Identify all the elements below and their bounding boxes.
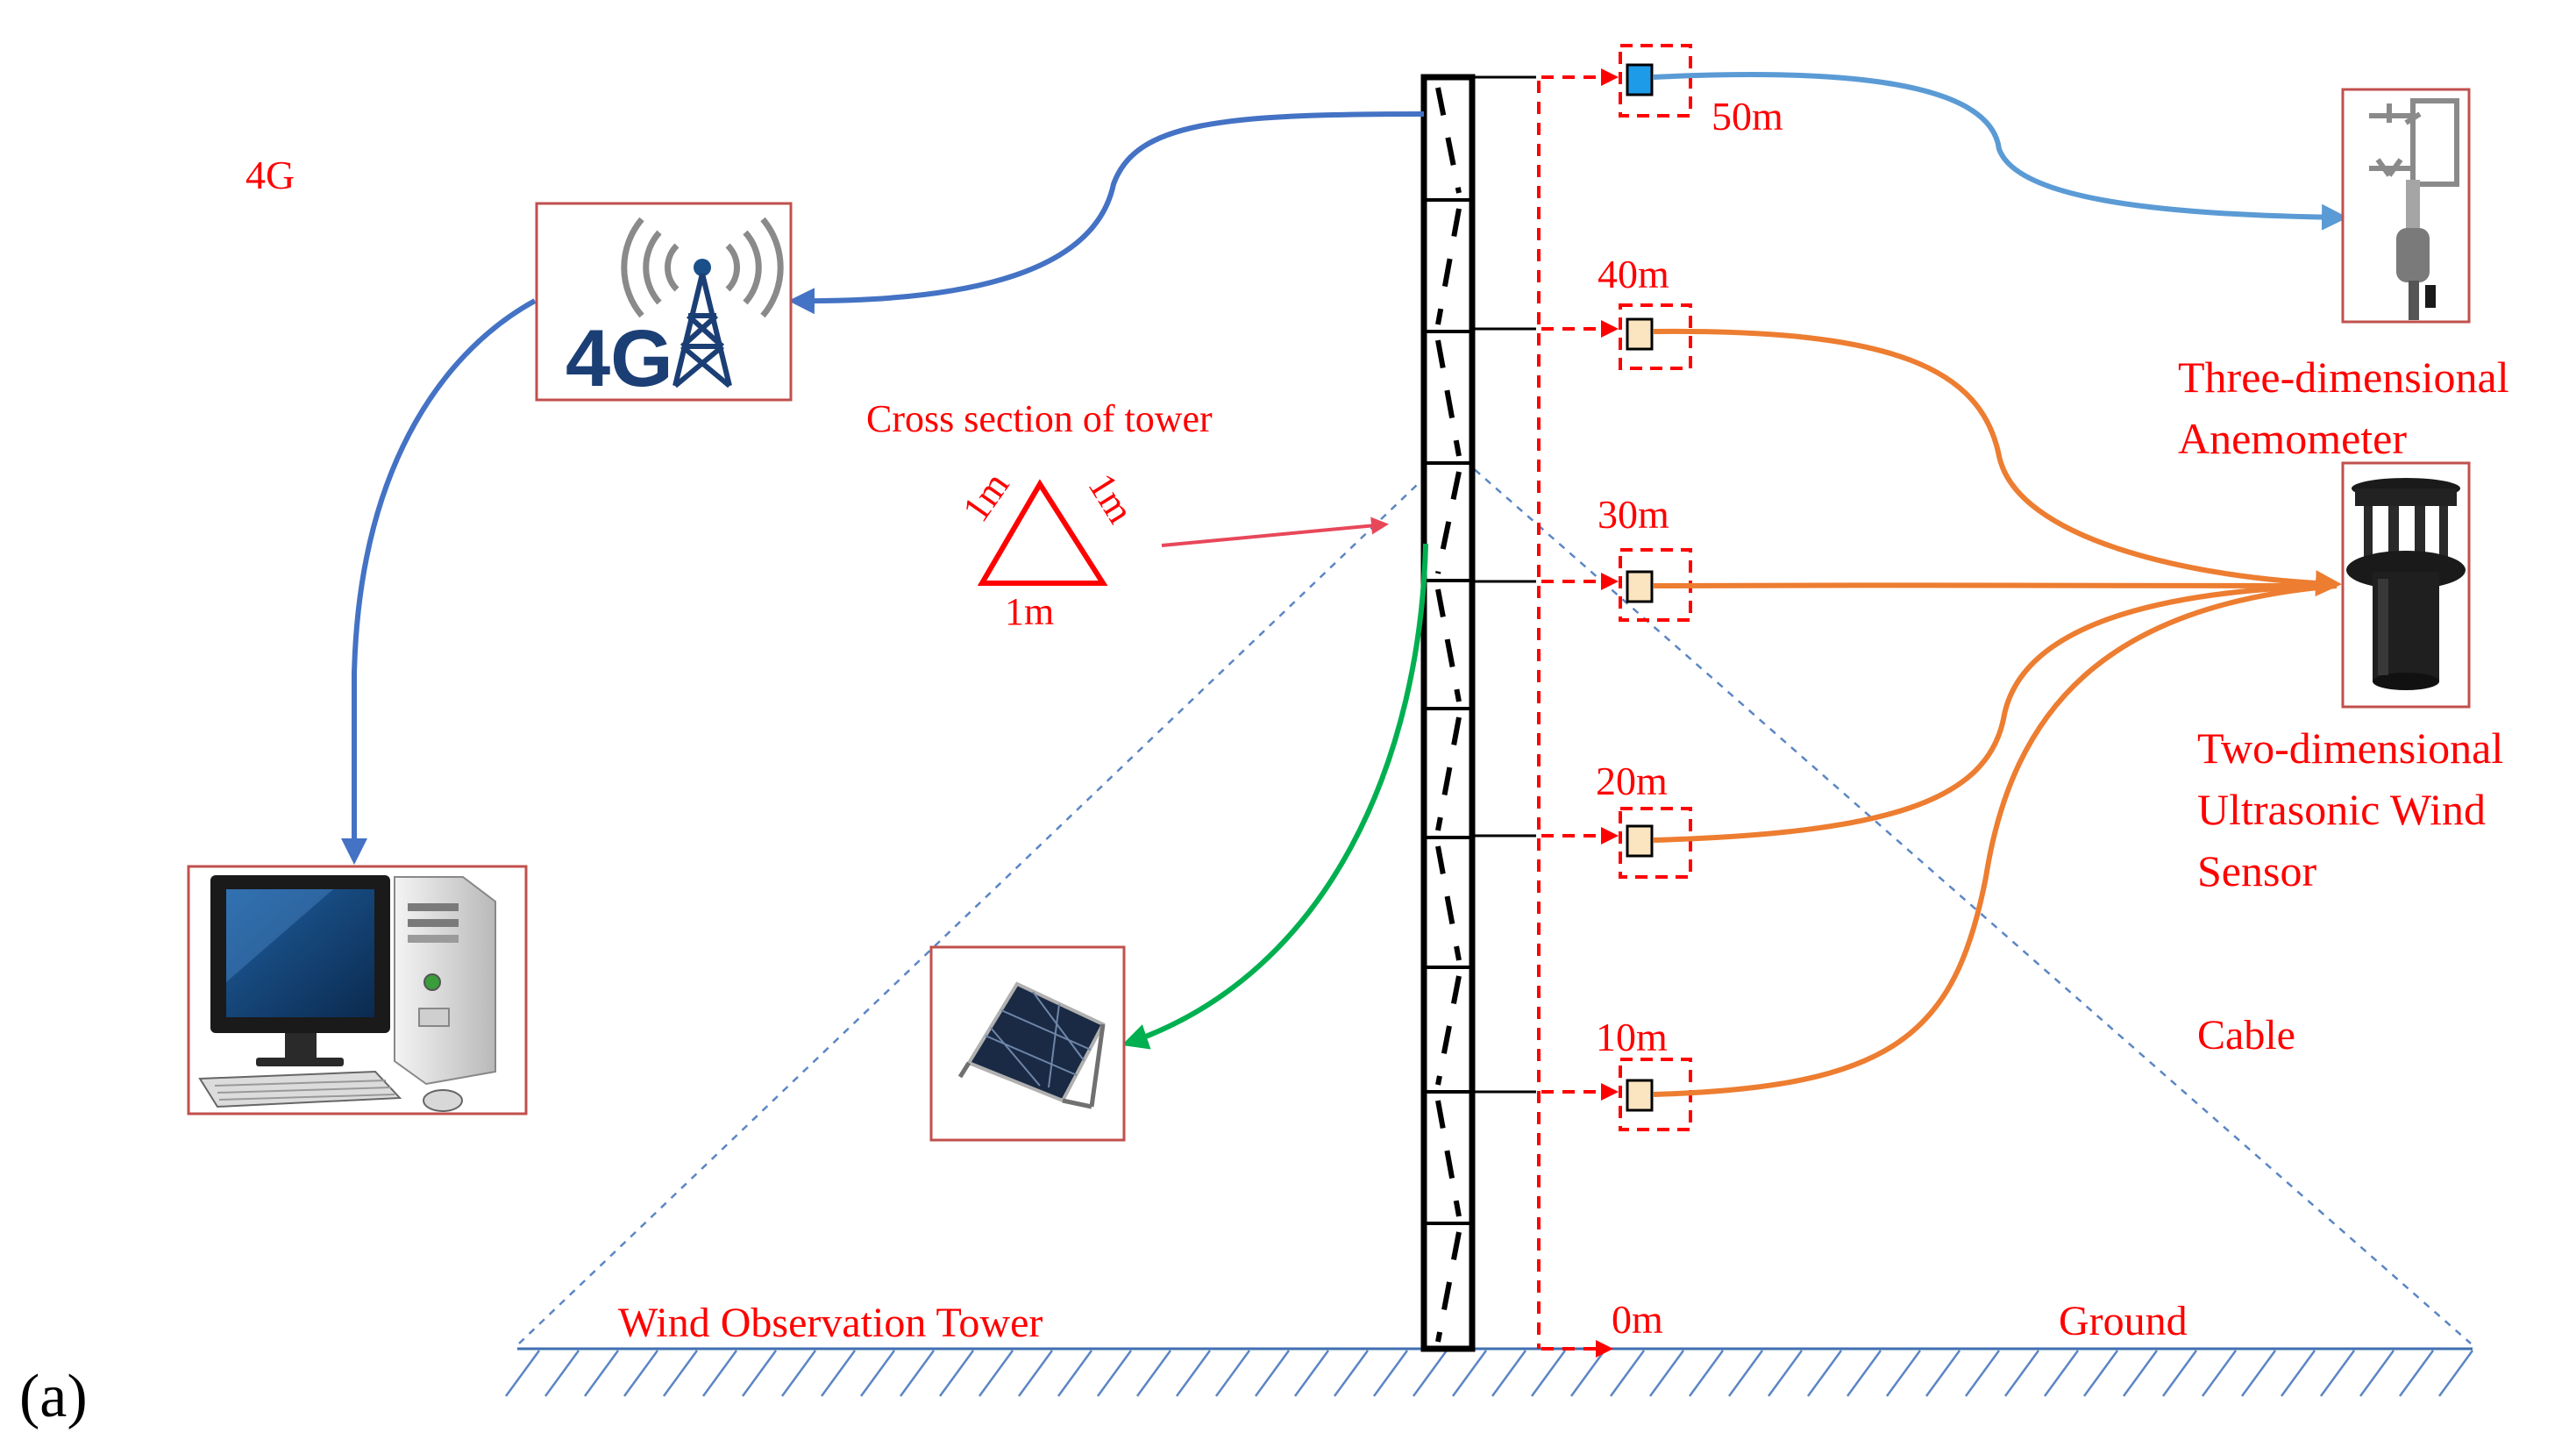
cross-section-side-left: 1m xyxy=(954,465,1017,530)
two-d-sensor-label-line2: Ultrasonic Wind xyxy=(2197,785,2486,834)
height-label-50m: 50m xyxy=(1711,94,1783,139)
cross-section-triangle xyxy=(977,479,1389,586)
two-d-sensor-label-line3: Sensor xyxy=(2197,846,2316,895)
height-label-40m: 40m xyxy=(1598,252,1669,296)
cross-section-side-bottom: 1m xyxy=(1005,590,1054,633)
three-dimensional-anemometer-icon xyxy=(2341,88,2471,324)
link-4g-to-computer xyxy=(341,298,537,865)
link-50m-to-anemometer xyxy=(1653,72,2348,231)
height-label-30m: 30m xyxy=(1598,492,1669,537)
link-tower-to-4g xyxy=(788,111,1425,315)
sensor-50m xyxy=(1619,44,1692,118)
power-cable xyxy=(1121,543,1428,1050)
cell-tower-icon: 4G xyxy=(535,202,793,403)
sensor-20m xyxy=(1619,807,1692,879)
cables-to-ultrasonic-sensor xyxy=(1653,328,2342,1097)
two-dimensional-ultrasonic-sensor-icon xyxy=(2341,461,2471,709)
two-d-sensor-label-line1: Two-dimensional xyxy=(2197,723,2503,773)
ground xyxy=(504,1347,2474,1397)
three-d-anemometer-label-line1: Three-dimensional xyxy=(2178,353,2509,402)
height-label-0m: 0m xyxy=(1612,1297,1663,1342)
coverage-triangle xyxy=(518,460,2472,1344)
panel-label: (a) xyxy=(19,1363,88,1430)
cross-section-side-right: 1m xyxy=(1080,466,1142,531)
wind-observation-tower xyxy=(1420,74,1476,1352)
computer-icon xyxy=(187,865,528,1115)
cable-label: Cable xyxy=(2197,1012,2295,1058)
cross-section-title: Cross section of tower xyxy=(866,397,1213,440)
three-d-anemometer-label-line2: Anemometer xyxy=(2178,414,2407,463)
height-reference-line xyxy=(1537,68,1619,1358)
solar-panel-icon xyxy=(929,945,1126,1142)
sensor-40m xyxy=(1619,303,1692,370)
height-label-10m: 10m xyxy=(1596,1015,1668,1059)
network-label: 4G xyxy=(246,153,295,197)
tower-label: Wind Observation Tower xyxy=(618,1300,1042,1346)
sensor-arms xyxy=(1472,75,1536,1094)
ground-label: Ground xyxy=(2059,1298,2188,1344)
height-label-20m: 20m xyxy=(1596,759,1668,803)
cell-tower-text: 4G xyxy=(566,314,673,403)
